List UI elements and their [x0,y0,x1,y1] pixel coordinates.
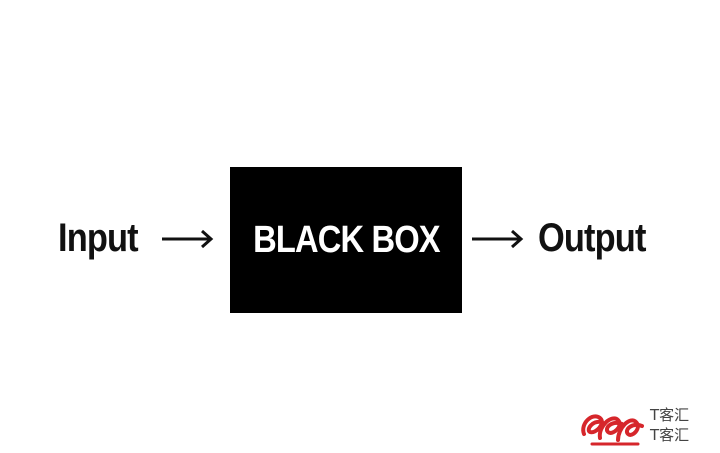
black-box-label: BLACK BOX [252,218,440,261]
right-arrow-icon [472,229,524,249]
watermark-swirl-icon [581,414,644,446]
watermark-text-line1: T客汇 [650,406,690,424]
watermark-logo: T客汇 T客汇 [578,404,714,448]
output-label: Output [538,216,646,260]
input-label: Input [58,216,139,260]
right-arrow-icon [162,229,214,249]
black-box: BLACK BOX [230,167,462,313]
watermark-text-line2: T客汇 [650,426,690,444]
